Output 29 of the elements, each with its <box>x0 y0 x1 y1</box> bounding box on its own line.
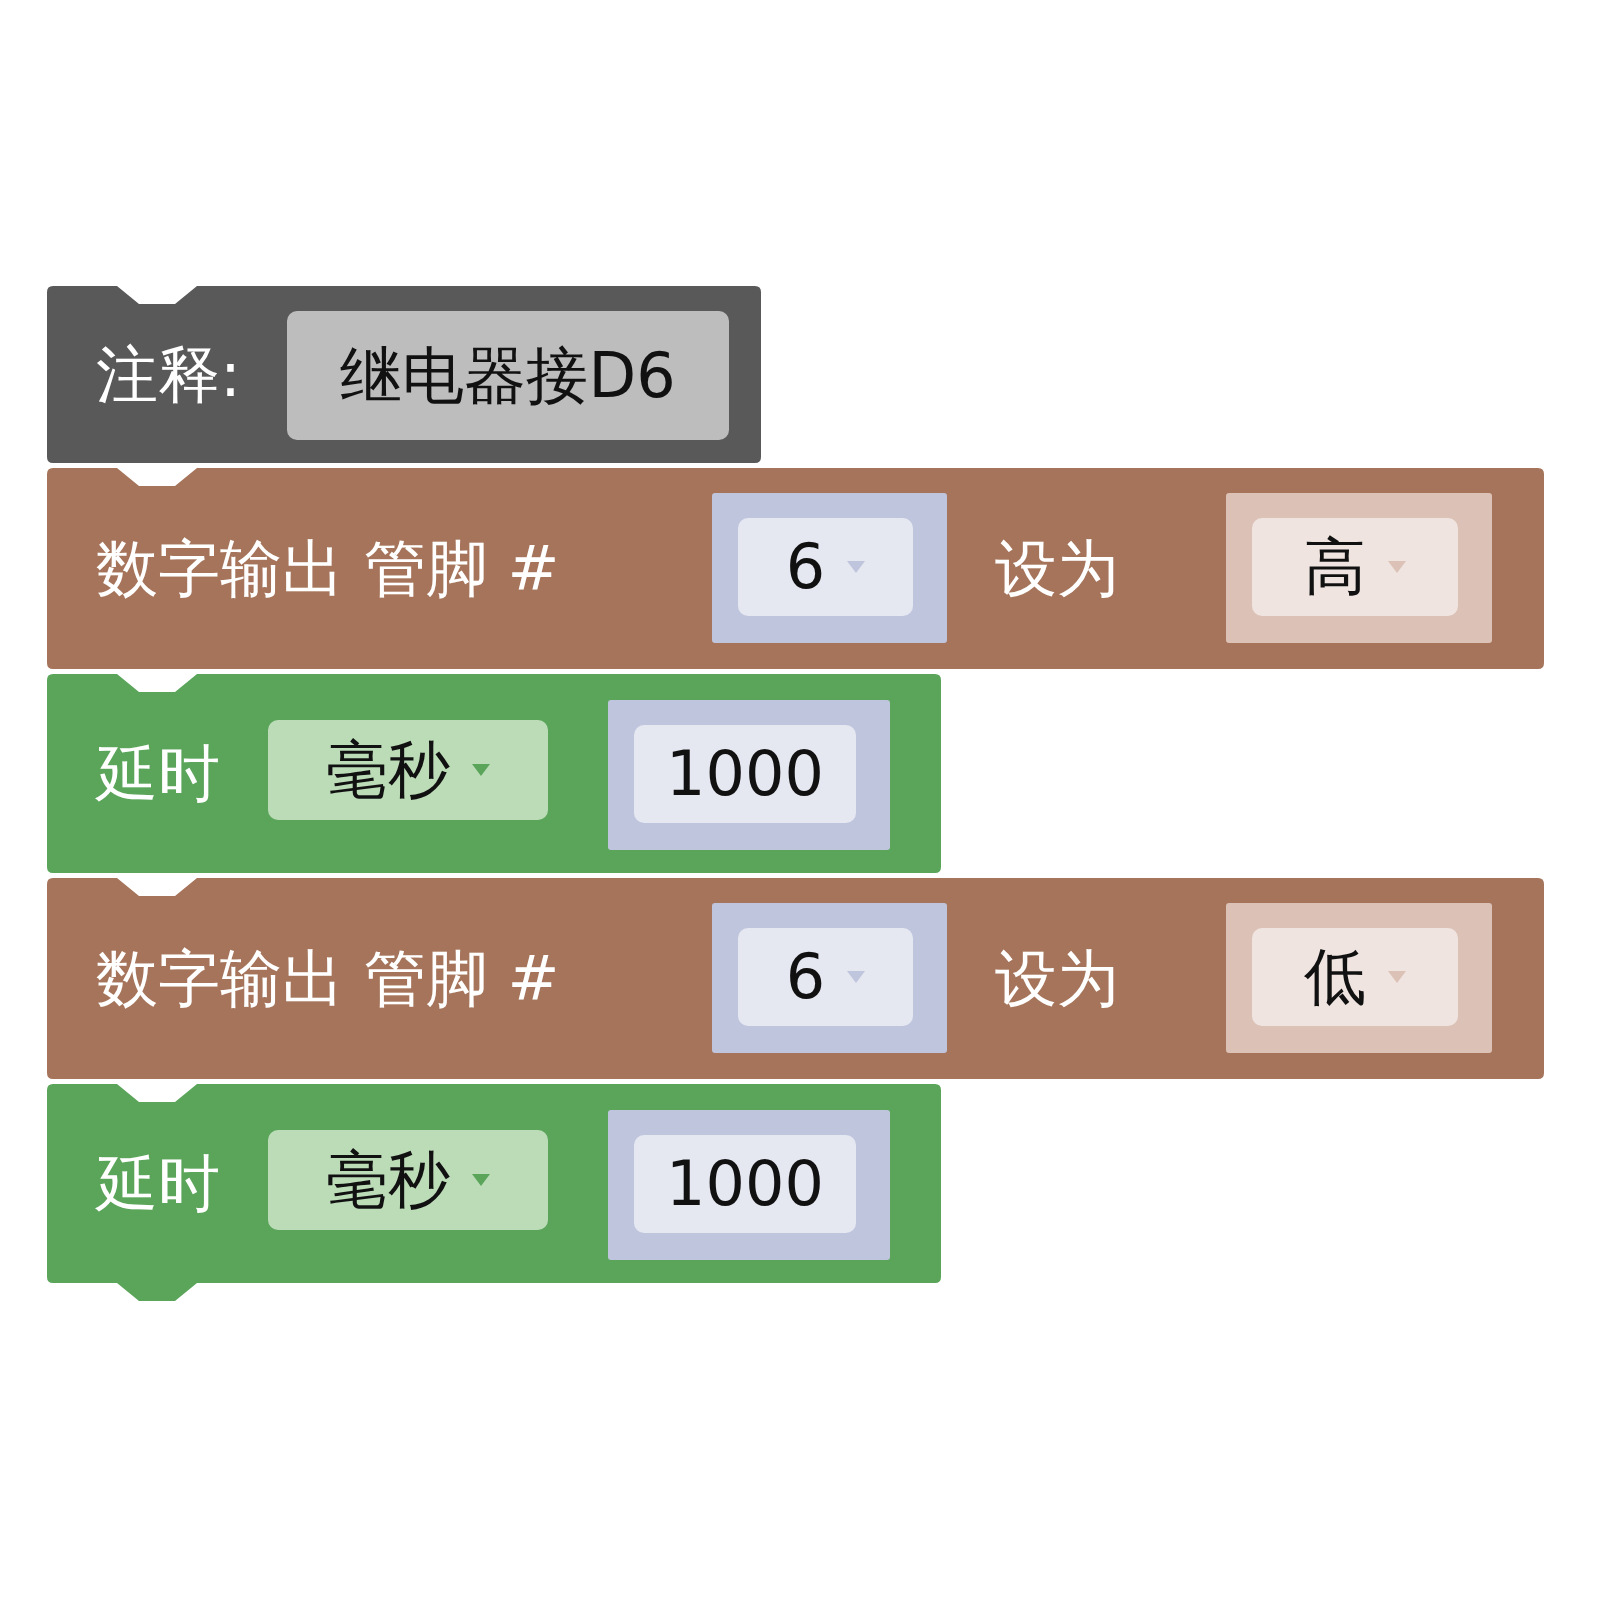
value-text: 6 <box>785 529 826 605</box>
comment-text-field: 继电器接D6 <box>287 311 729 440</box>
value-text: 1000 <box>666 1146 824 1222</box>
comment-block <box>47 286 761 463</box>
block-label: 数字输出 管脚 # <box>96 530 560 607</box>
block-label: 注释: <box>96 336 241 413</box>
value-block <box>608 1110 890 1260</box>
value-text: 1000 <box>666 736 824 812</box>
block-label: 延时 <box>96 1145 220 1222</box>
block-label: 设为 <box>995 530 1119 607</box>
block-label: 数字输出 管脚 # <box>96 940 560 1017</box>
delay-block <box>47 1084 941 1301</box>
digital-output-block <box>47 468 1544 669</box>
digital-output-block <box>47 878 1544 1079</box>
dropdown-value: 毫秒 <box>326 1142 450 1218</box>
value-block <box>712 903 947 1053</box>
block-label: 延时 <box>96 735 220 812</box>
value-text: 6 <box>785 939 826 1015</box>
block-label: 设为 <box>995 940 1119 1017</box>
unit-dropdown <box>268 720 548 820</box>
value-block <box>608 700 890 850</box>
unit-dropdown <box>268 1130 548 1230</box>
dropdown-value: 毫秒 <box>326 732 450 808</box>
value-block <box>712 493 947 643</box>
value-block <box>1226 493 1492 643</box>
value-text: 低 <box>1304 939 1366 1015</box>
value-block <box>1226 903 1492 1053</box>
value-text: 高 <box>1304 529 1366 605</box>
delay-block <box>47 674 941 873</box>
